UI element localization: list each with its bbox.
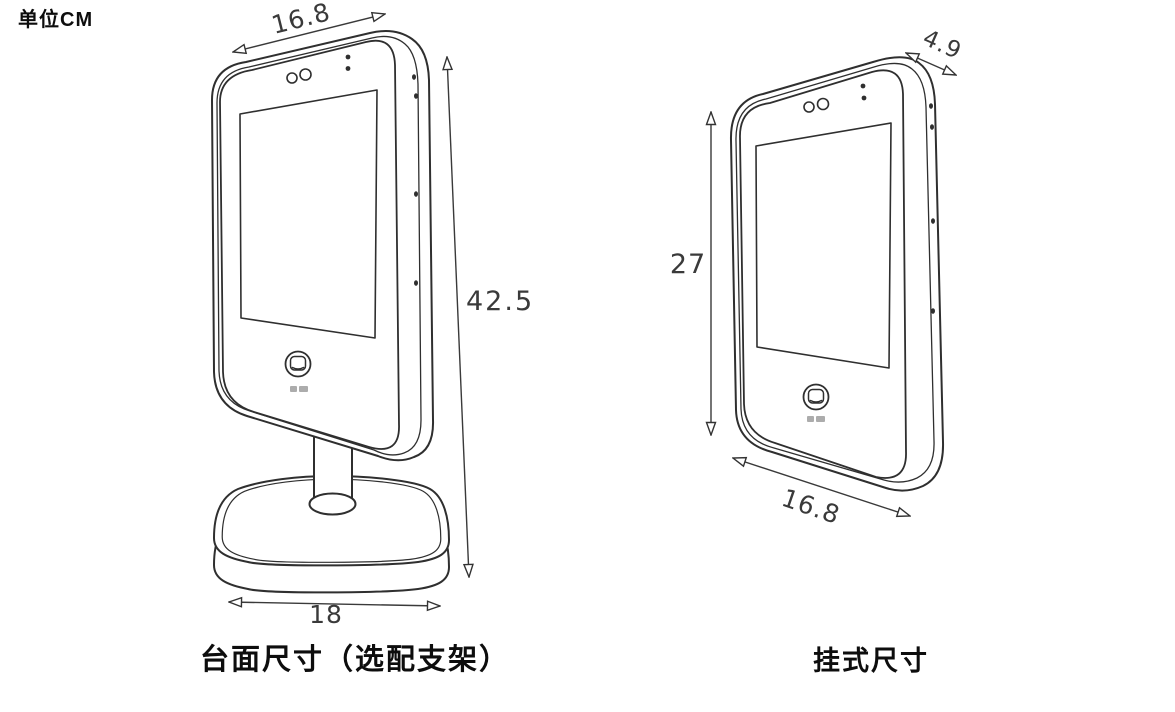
screen (755, 122, 892, 369)
stand-pole (308, 429, 357, 516)
wall-view-caption: 挂式尺寸 (813, 646, 929, 676)
brand-logo-icon (802, 383, 830, 411)
brand-mark (290, 386, 308, 392)
side-button-dots (929, 103, 935, 314)
unit-label: 单位CM (18, 9, 94, 31)
depth-dimension-arrow-wall (906, 53, 956, 75)
wall-height-value: 27 (669, 249, 707, 280)
base-inset-line (221, 478, 442, 563)
wall-device-drawing (729, 56, 945, 492)
width-dimension-arrow-wall (733, 458, 910, 516)
ir-sensor-dots (345, 54, 351, 71)
base-width-dimension-arrow (229, 602, 440, 606)
camera-lens-icon (286, 72, 298, 84)
desktop-device-drawing (211, 30, 450, 594)
camera-lens-icon (803, 101, 815, 113)
screen (239, 89, 378, 339)
device-mid-contour (216, 35, 422, 456)
brand-mark (807, 416, 825, 422)
height-dimension-arrow-desktop (447, 57, 469, 577)
base-width-value: 18 (309, 600, 343, 629)
brand-logo-icon (284, 350, 312, 378)
side-button-dots (412, 74, 418, 286)
desktop-view-caption: 台面尺寸（选配支架） (200, 644, 511, 676)
ir-sensor-dots (860, 83, 867, 101)
camera-lens-icon (816, 97, 830, 111)
camera-lens-icon (299, 68, 312, 81)
pole-collar (308, 492, 357, 516)
width-dimension-arrow-desktop (233, 14, 385, 52)
stand-base (213, 475, 450, 594)
desktop-height-value: 42.5 (466, 286, 535, 317)
